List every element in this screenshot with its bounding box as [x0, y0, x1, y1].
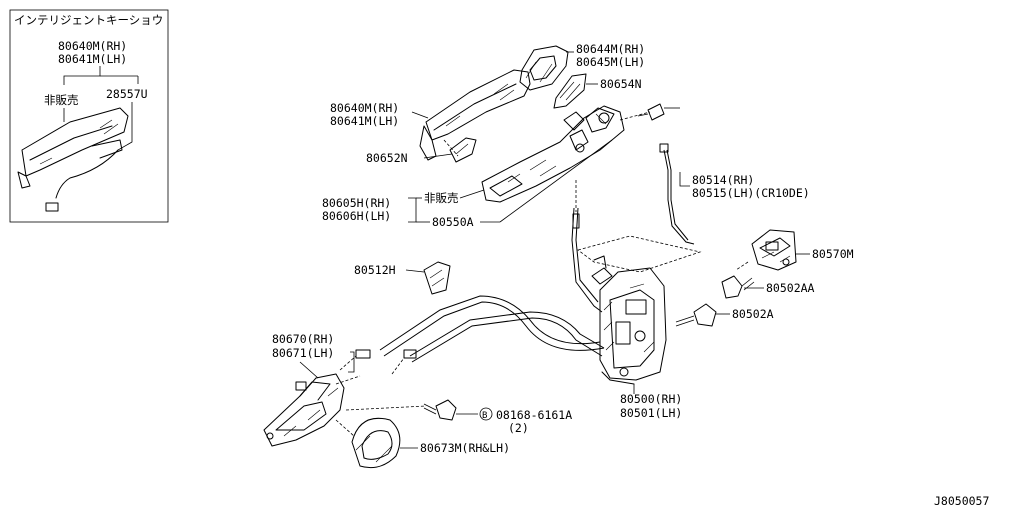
- label-80550: 80550A: [432, 215, 474, 229]
- bolt-symbol-letter: B: [482, 411, 487, 421]
- label-80654: 80654N: [600, 77, 642, 91]
- escutcheon-80644: [519, 45, 569, 91]
- label-80645: 80645M(LH): [576, 55, 645, 69]
- intelligent-key-inset: インテリジェントキーショウ 80640M(RH) 80641M(LH) 非販売 …: [9, 9, 169, 223]
- rod-80514: [659, 143, 695, 245]
- label-80641: 80641M(LH): [330, 114, 399, 128]
- label-80512: 80512H: [354, 263, 396, 277]
- label-80605: 80605H(RH): [322, 196, 391, 210]
- pin-top: [637, 103, 665, 121]
- clip-80512: [423, 261, 451, 295]
- label-80514: 80514(RH): [692, 173, 754, 187]
- door-lock-80500: [591, 255, 667, 385]
- label-80500: 80500(RH): [620, 392, 682, 406]
- screw-80502a: [675, 303, 717, 327]
- bolt-symbol-circle: [479, 407, 493, 421]
- bolt-08168: [423, 399, 457, 421]
- label-80652: 80652N: [366, 151, 408, 165]
- inset-not-for-sale: 非販売: [44, 93, 79, 107]
- inset-sensor-label: 28557U: [106, 87, 148, 101]
- label-80640: 80640M(RH): [330, 101, 399, 115]
- screw-80502aa: [721, 275, 755, 299]
- inset-frame: [9, 9, 169, 223]
- label-80671: 80671(LH): [272, 346, 334, 360]
- label-80502a: 80502A: [732, 307, 774, 321]
- label-80673: 80673M(RH&LH): [420, 441, 510, 455]
- gasket-80652: [449, 137, 477, 163]
- inset-handle-drawing: [17, 107, 129, 212]
- label-80606: 80606H(LH): [322, 209, 391, 223]
- escutcheon-80673: [351, 417, 401, 469]
- inset-part-lh: 80641M(LH): [58, 52, 127, 66]
- inset-part-rh: 80640M(RH): [58, 39, 127, 53]
- label-80502aa: 80502AA: [766, 281, 815, 295]
- gasket-80654: [553, 73, 587, 109]
- inset-title: インテリジェントキーショウ: [14, 13, 163, 27]
- part-80570: [735, 229, 797, 271]
- diagram-code: J8050057: [934, 494, 989, 508]
- label-80501: 80501(LH): [620, 406, 682, 420]
- outside-handle-80640: [419, 69, 531, 161]
- label-not-for-sale: 非販売: [424, 191, 459, 205]
- label-80515: 80515(LH)(CR10DE): [692, 186, 810, 200]
- label-80570: 80570M: [812, 247, 854, 261]
- label-08168: 08168-6161A: [496, 408, 572, 422]
- handle-bracket-80605: [481, 105, 651, 203]
- label-80644: 80644M(RH): [576, 42, 645, 56]
- label-bolt-qty: (2): [508, 421, 529, 435]
- label-80670: 80670(RH): [272, 332, 334, 346]
- inside-handle-80670: [263, 373, 345, 447]
